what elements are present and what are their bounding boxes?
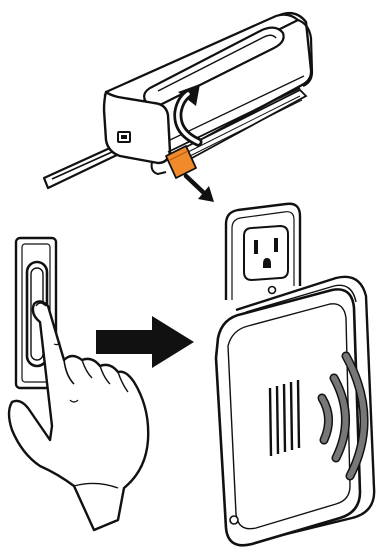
pull-arrow-icon xyxy=(186,176,214,202)
transmitter-assembly xyxy=(44,13,312,202)
outlet-slot-left xyxy=(254,240,258,254)
right-arrow-icon xyxy=(96,316,194,368)
outlet-ground xyxy=(263,258,271,268)
outlet-slot-right xyxy=(274,238,278,252)
outlet-screw xyxy=(269,287,276,294)
wall-outlet xyxy=(226,204,300,300)
chime-receiver xyxy=(216,277,374,545)
receiver-screw xyxy=(230,516,238,524)
